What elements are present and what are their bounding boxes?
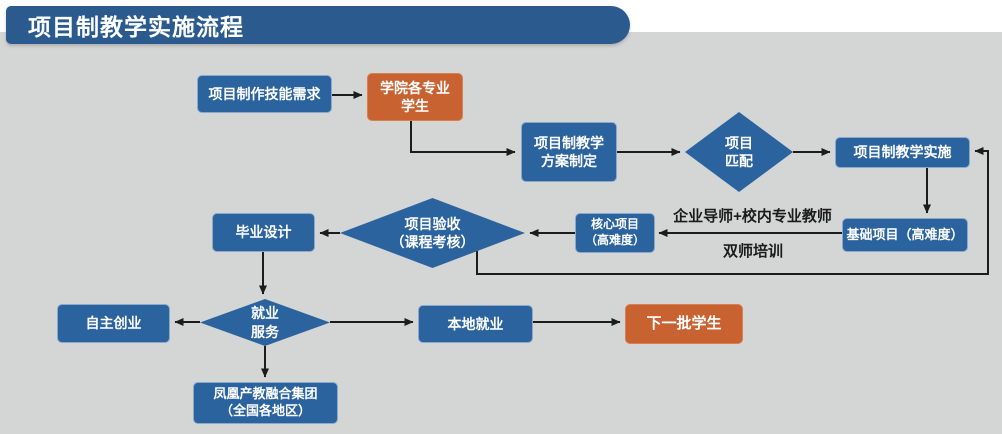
- edge-label-mentors: 企业导师+校内专业教师: [673, 208, 832, 225]
- node-students: 学院各专业 学生: [367, 73, 463, 121]
- node-startup: 自主创业: [57, 304, 170, 343]
- node-core-project: 核心项目 （高难度）: [575, 213, 655, 253]
- node-skill-demand: 项目制作技能需求: [197, 75, 332, 113]
- node-local-job: 本地就业: [418, 305, 533, 343]
- node-phoenix-group: 凤凰产教融合集团 （全国各地区）: [193, 382, 338, 424]
- node-plan: 项目制教学 方案制定: [521, 122, 617, 182]
- node-next-batch: 下一批学生: [625, 304, 743, 344]
- node-implement: 项目制教学实施: [835, 137, 970, 168]
- node-basic-project: 基础项目（高难度）: [842, 218, 968, 252]
- edge-label-dual-training: 双师培训: [722, 243, 783, 260]
- page-title: 项目制教学实施流程: [28, 14, 244, 40]
- node-graduation-design: 毕业设计: [212, 213, 315, 252]
- title-banner: 项目制教学实施流程: [6, 6, 630, 44]
